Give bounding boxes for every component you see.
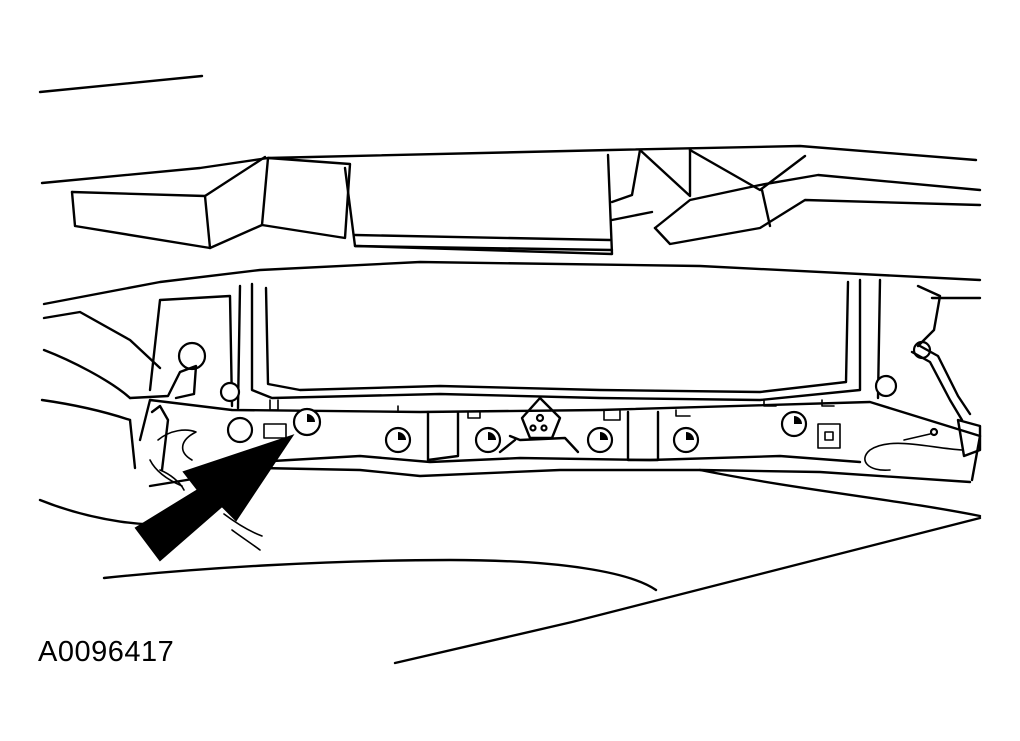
reference-line-top (38, 74, 204, 94)
motion-lines (223, 513, 263, 537)
figure-caption: A0096417 (38, 636, 175, 668)
lower-trim (102, 558, 658, 592)
bolt-holes (177, 340, 932, 454)
upper-panel (40, 144, 982, 256)
hand-sketch (38, 310, 202, 526)
panel-lower-edge (42, 260, 982, 306)
mounting-bracket (138, 278, 982, 488)
clip-hole (535, 413, 545, 423)
floor-line (393, 516, 982, 665)
pointer-arrow-icon (134, 434, 295, 562)
center-clip (520, 396, 562, 440)
wire-harness (864, 284, 982, 471)
